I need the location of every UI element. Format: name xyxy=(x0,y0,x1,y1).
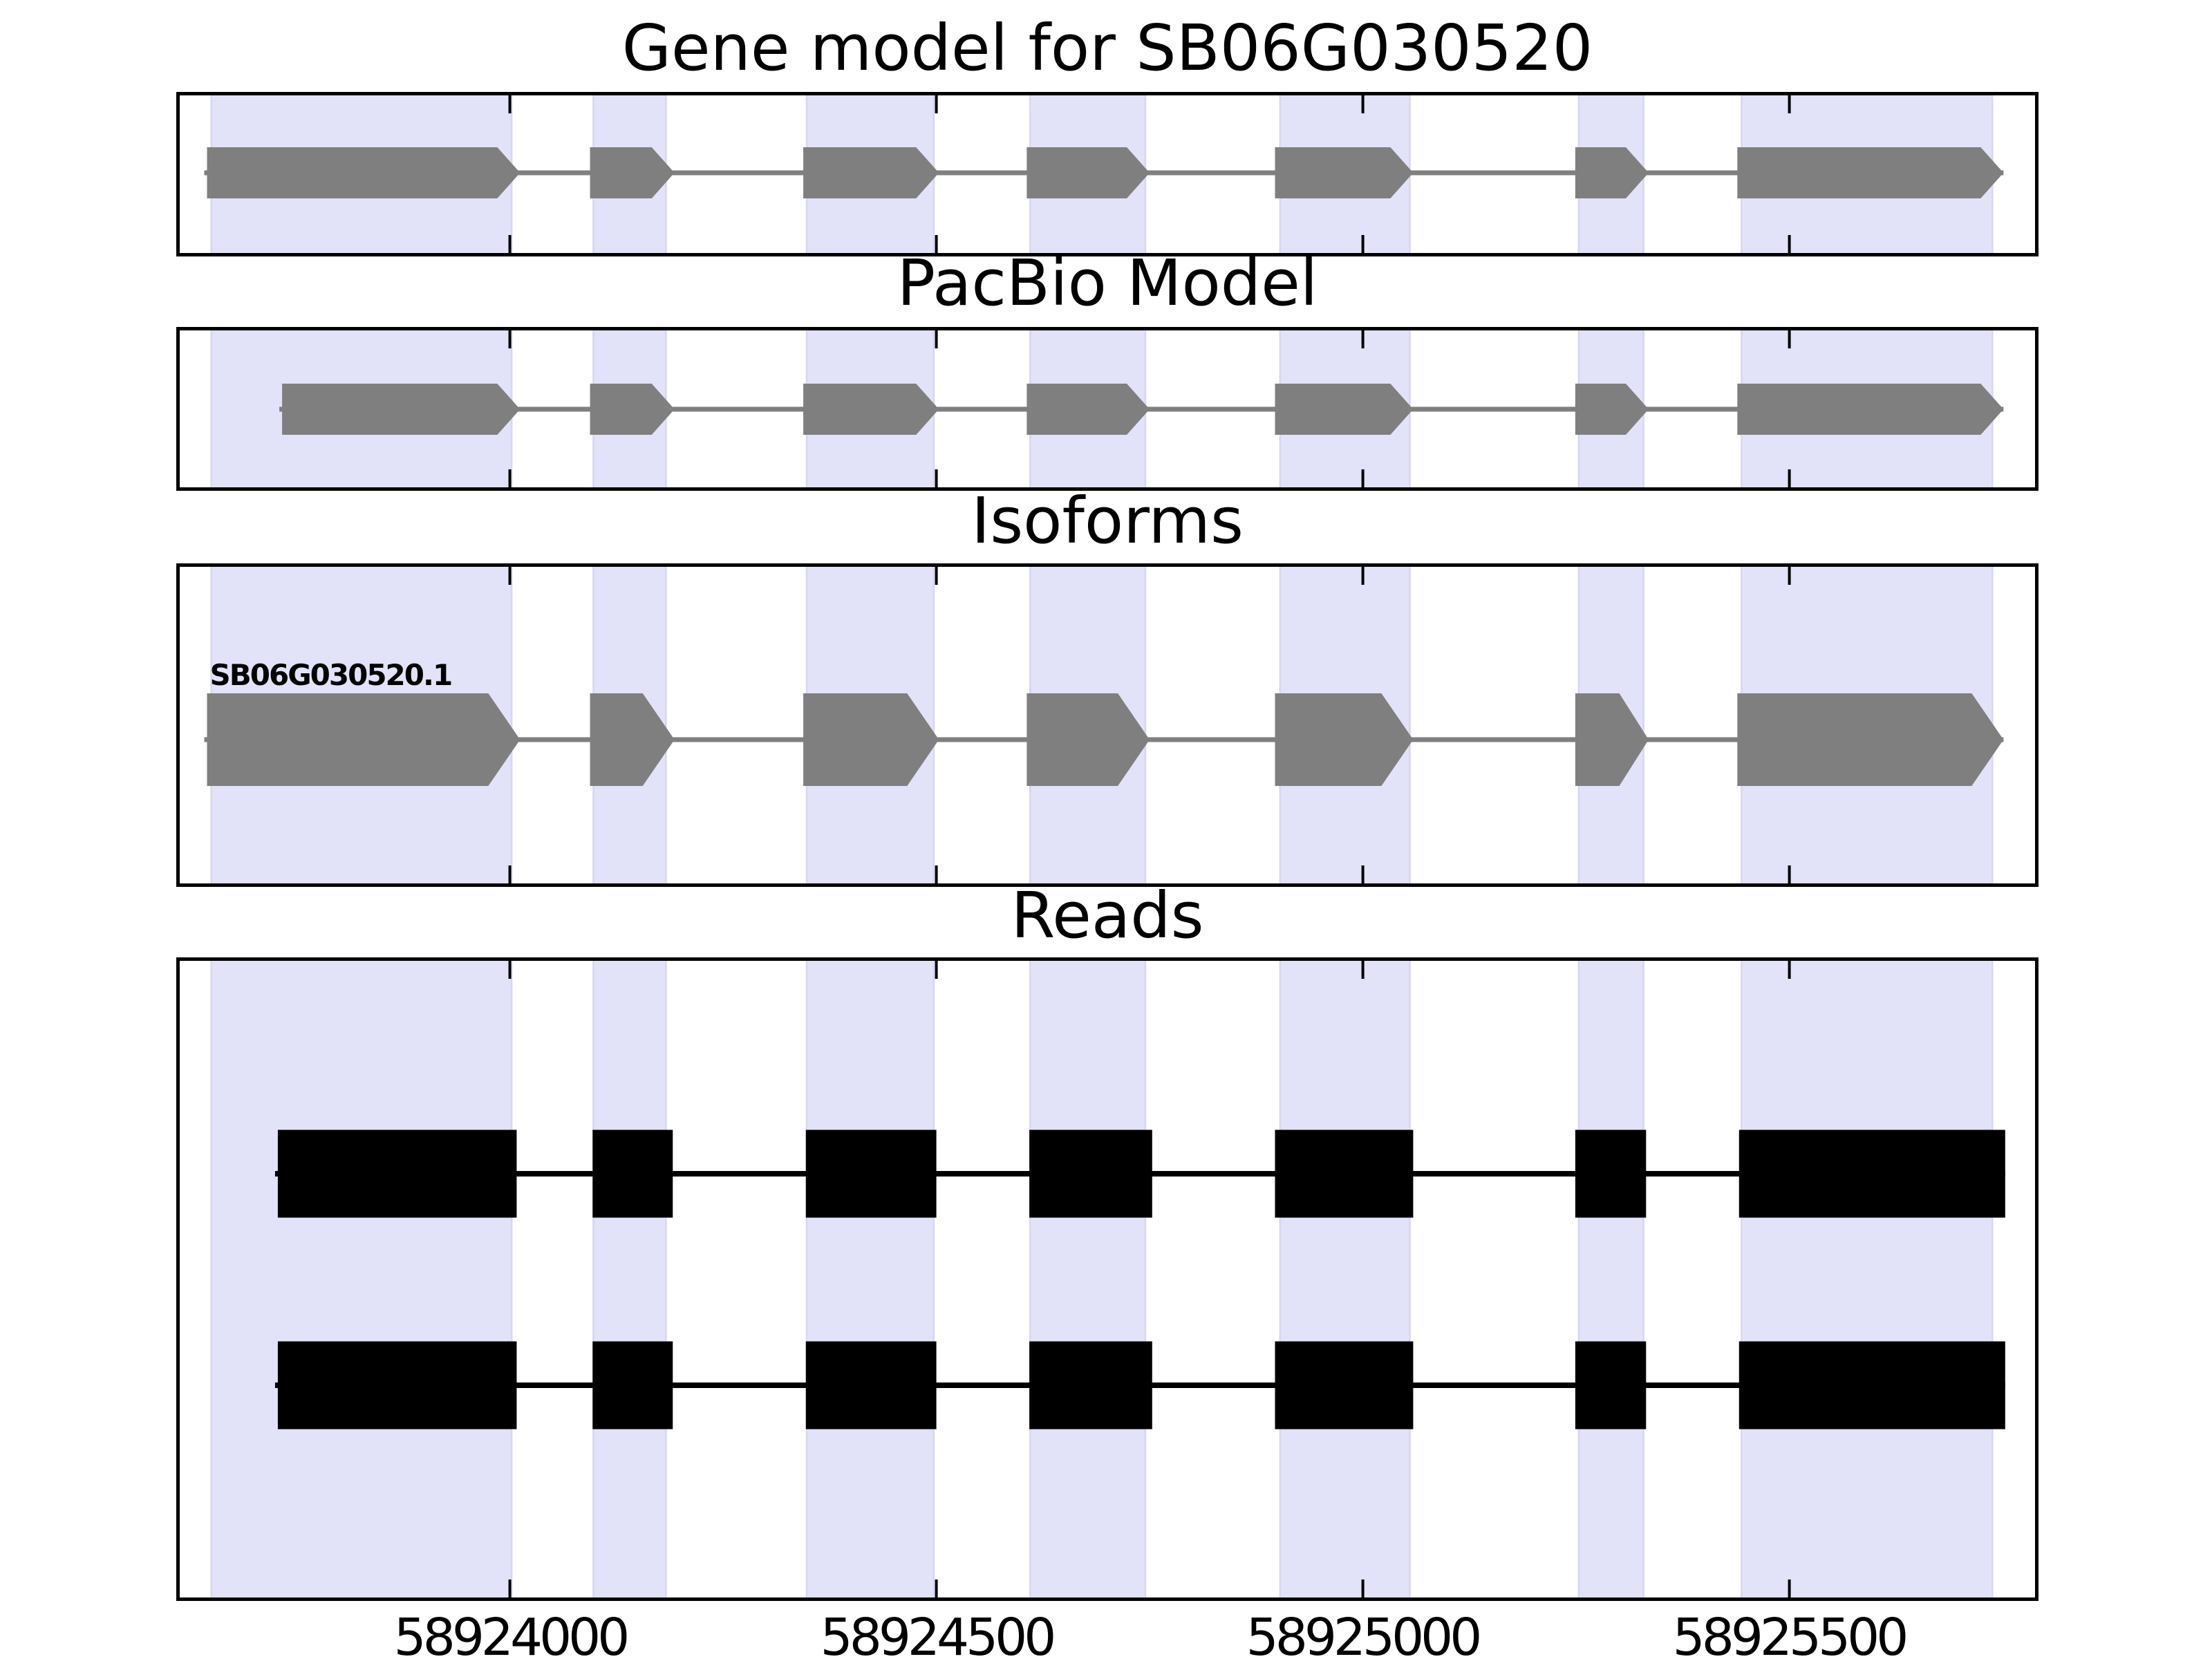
read-exon xyxy=(277,1341,517,1430)
highlight-band xyxy=(1741,961,1994,1597)
exon-arrow xyxy=(590,147,675,198)
panel-title-reads: Reads xyxy=(1011,879,1204,953)
highlight-band-edge xyxy=(1642,567,1644,883)
x-tick-label: 58925500 xyxy=(1672,1608,1909,1659)
highlight-band-edge xyxy=(510,961,513,1597)
read-exon xyxy=(1029,1130,1152,1218)
read-exon xyxy=(1029,1341,1152,1430)
isoform-label: SB06G030520.1 xyxy=(209,658,451,692)
read-exon xyxy=(592,1130,673,1218)
exon-arrow xyxy=(1027,693,1150,786)
highlight-band-edge xyxy=(592,961,594,1597)
exon-arrow xyxy=(1575,693,1649,786)
exon-arrow xyxy=(282,384,521,435)
highlight-band-edge xyxy=(1029,961,1031,1597)
highlight-band-edge xyxy=(1741,961,1743,1597)
x-tick-label: 58925000 xyxy=(1246,1608,1483,1659)
exon-arrow xyxy=(207,147,521,198)
panel-pacbio-model xyxy=(176,327,2038,491)
highlight-band xyxy=(1577,961,1644,1597)
reads-canvas xyxy=(210,961,2005,1597)
read-exon xyxy=(805,1130,937,1218)
read-exon xyxy=(592,1341,673,1430)
highlight-band-edge xyxy=(932,961,935,1597)
panel-isoforms: SB06G030520.1 xyxy=(176,563,2038,887)
highlight-band-edge xyxy=(1279,961,1282,1597)
exon-arrow xyxy=(803,384,939,435)
exon-arrow xyxy=(1737,693,2004,786)
read-exon xyxy=(1575,1341,1647,1430)
read-exon xyxy=(277,1130,517,1218)
exon-arrow xyxy=(1027,384,1150,435)
exon-arrow xyxy=(1575,147,1649,198)
x-tick-label: 58924500 xyxy=(820,1608,1057,1659)
panel-reads xyxy=(176,957,2038,1601)
exon-arrow xyxy=(1027,147,1150,198)
highlight-band-edge xyxy=(510,567,513,883)
exon-arrow xyxy=(1737,147,2004,198)
exon-arrow xyxy=(590,693,675,786)
exon-arrow xyxy=(590,384,675,435)
highlight-band-edge xyxy=(1409,567,1411,883)
read-exon xyxy=(1275,1130,1414,1218)
panel-title-gene-model: Gene model for SB06G030520 xyxy=(621,11,1593,85)
highlight-band-edge xyxy=(1144,567,1147,883)
highlight-band-edge xyxy=(1991,961,1994,1597)
read-exon xyxy=(1275,1341,1414,1430)
isoforms-canvas: SB06G030520.1 xyxy=(204,567,2004,883)
highlight-band xyxy=(805,961,935,1597)
pacbio-model-canvas xyxy=(210,330,2004,487)
exon-arrow xyxy=(207,693,521,786)
highlight-band xyxy=(210,961,513,1597)
highlight-band-edge xyxy=(665,961,667,1597)
panel-gene-model xyxy=(176,92,2038,256)
highlight-band xyxy=(1029,961,1147,1597)
read-exon xyxy=(1575,1130,1647,1218)
highlight-band-edge xyxy=(1409,961,1411,1597)
exon-arrow xyxy=(1737,384,2004,435)
highlight-band-edge xyxy=(210,961,212,1597)
panel-title-pacbio-model: PacBio Model xyxy=(897,246,1318,320)
exon-arrow xyxy=(803,147,939,198)
exon-arrow xyxy=(1275,384,1414,435)
highlight-band-edge xyxy=(805,961,808,1597)
highlight-band-edge xyxy=(932,567,935,883)
read-exon xyxy=(805,1341,937,1430)
read-exon xyxy=(1738,1341,2005,1430)
gene-model-canvas xyxy=(204,95,2004,253)
panel-title-isoforms: Isoforms xyxy=(971,484,1244,558)
exon-arrow xyxy=(1575,384,1649,435)
x-tick-label: 58924000 xyxy=(393,1608,630,1659)
highlight-band-edge xyxy=(1642,961,1644,1597)
exon-arrow xyxy=(803,693,939,786)
read-exon xyxy=(1738,1130,2005,1218)
highlight-band xyxy=(592,961,667,1597)
highlight-band-edge xyxy=(1144,961,1147,1597)
exon-arrow xyxy=(1275,147,1414,198)
highlight-band-edge xyxy=(210,330,212,487)
exon-arrow xyxy=(1275,693,1414,786)
highlight-band-edge xyxy=(1577,961,1580,1597)
highlight-band xyxy=(1279,961,1411,1597)
highlight-band-edge xyxy=(665,567,667,883)
